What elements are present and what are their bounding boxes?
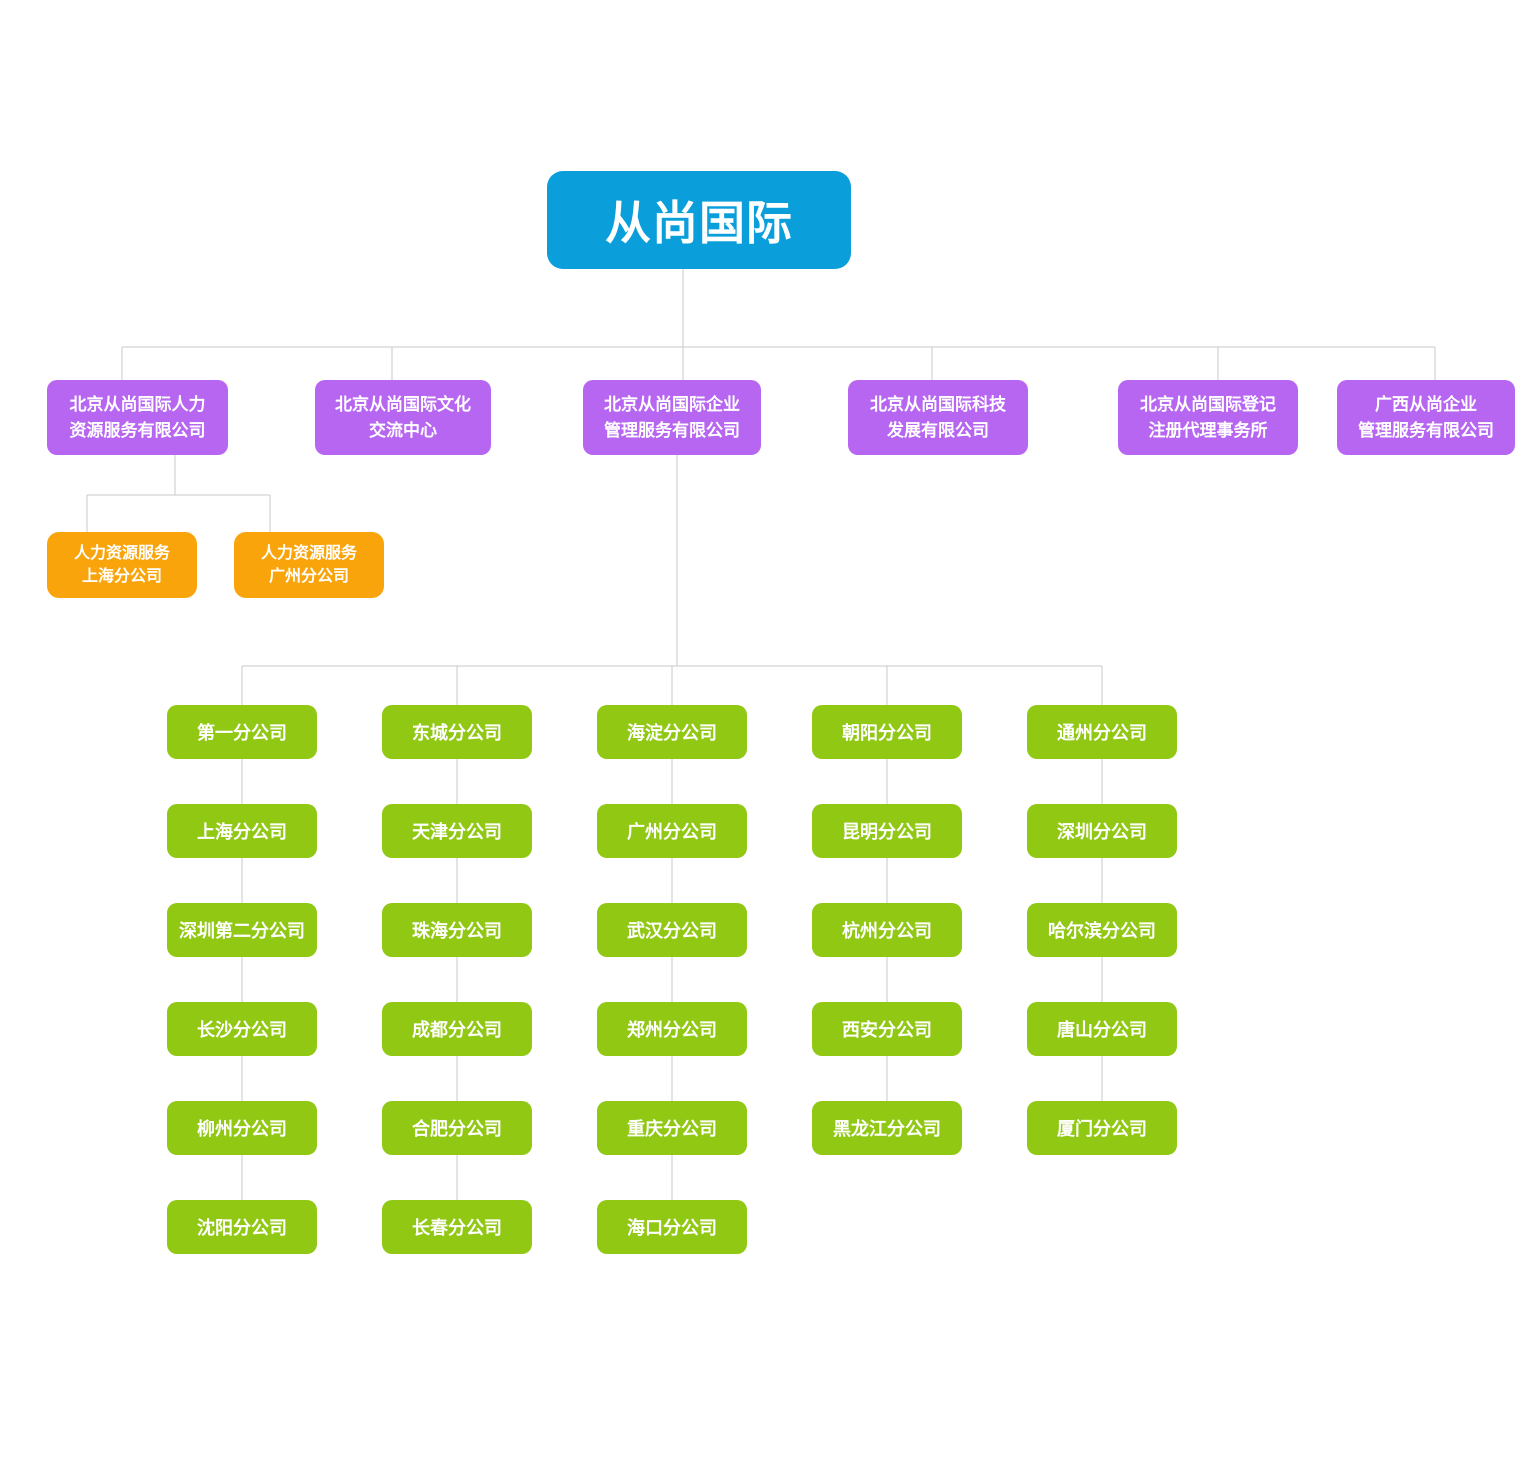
- node-branch-col4-row2[interactable]: 昆明分公司: [812, 804, 962, 858]
- branch-label: 柳州分公司: [197, 1119, 287, 1139]
- node-branch-col2-row2[interactable]: 天津分公司: [382, 804, 532, 858]
- node-branch-col3-row1[interactable]: 海淀分公司: [597, 705, 747, 759]
- branch-label: 朝阳分公司: [842, 723, 932, 743]
- branch-label: 重庆分公司: [627, 1119, 717, 1139]
- node-branch-col1-row3[interactable]: 深圳第二分公司: [167, 903, 317, 957]
- node-branch-col2-row4[interactable]: 成都分公司: [382, 1002, 532, 1056]
- node-branch-col5-row2[interactable]: 深圳分公司: [1027, 804, 1177, 858]
- company-label: 广西从尚企业 管理服务有限公司: [1358, 392, 1494, 444]
- branch-label: 通州分公司: [1057, 723, 1147, 743]
- hr-branch-label: 人力资源服务 上海分公司: [74, 542, 170, 588]
- branch-label: 黑龙江分公司: [833, 1119, 941, 1139]
- branch-label: 成都分公司: [412, 1020, 502, 1040]
- branch-label: 珠海分公司: [412, 921, 502, 941]
- branch-label: 昆明分公司: [842, 822, 932, 842]
- node-branch-col3-row5[interactable]: 重庆分公司: [597, 1101, 747, 1155]
- label-line-1: 人力资源服务: [73, 545, 170, 562]
- node-branch-col2-row6[interactable]: 长春分公司: [382, 1200, 532, 1254]
- node-branch-col5-row4[interactable]: 唐山分公司: [1027, 1002, 1177, 1056]
- node-branch-col1-row6[interactable]: 沈阳分公司: [167, 1200, 317, 1254]
- node-branch-col1-row5[interactable]: 柳州分公司: [167, 1101, 317, 1155]
- node-branch-col4-row4[interactable]: 西安分公司: [812, 1002, 962, 1056]
- label-line-1: 北京从尚国际文化: [335, 394, 471, 414]
- company-label: 北京从尚国际人力 资源服务有限公司: [70, 392, 206, 444]
- label-line-1: 北京从尚国际科技: [870, 394, 1006, 414]
- branch-label: 郑州分公司: [627, 1020, 717, 1040]
- label-line-2: 广州分公司: [268, 568, 349, 585]
- branch-label: 深圳分公司: [1057, 822, 1147, 842]
- hr-branch-label: 人力资源服务 广州分公司: [261, 542, 357, 588]
- node-branch-col1-row4[interactable]: 长沙分公司: [167, 1002, 317, 1056]
- label-line-1: 人力资源服务: [260, 545, 357, 562]
- label-line-2: 管理服务有限公司: [604, 420, 740, 440]
- node-hr-branch-shanghai[interactable]: 人力资源服务 上海分公司: [47, 532, 197, 598]
- node-branch-col3-row3[interactable]: 武汉分公司: [597, 903, 747, 957]
- label-line-2: 管理服务有限公司: [1358, 420, 1494, 440]
- node-branch-col5-row1[interactable]: 通州分公司: [1027, 705, 1177, 759]
- branch-label: 长沙分公司: [197, 1020, 287, 1040]
- node-branch-col3-row2[interactable]: 广州分公司: [597, 804, 747, 858]
- branch-label: 杭州分公司: [842, 921, 932, 941]
- node-branch-col2-row3[interactable]: 珠海分公司: [382, 903, 532, 957]
- branch-label: 长春分公司: [412, 1218, 502, 1238]
- label-line-1: 北京从尚国际企业: [604, 394, 740, 414]
- label-line-2: 上海分公司: [81, 568, 162, 585]
- branch-label: 海淀分公司: [627, 723, 717, 743]
- node-company-guangxi-enterprise[interactable]: 广西从尚企业 管理服务有限公司: [1337, 380, 1515, 455]
- node-branch-col4-row5[interactable]: 黑龙江分公司: [812, 1101, 962, 1155]
- label-line-1: 广西从尚企业: [1375, 394, 1477, 414]
- company-label: 北京从尚国际科技 发展有限公司: [870, 392, 1006, 444]
- branch-label: 上海分公司: [197, 822, 287, 842]
- node-branch-col4-row3[interactable]: 杭州分公司: [812, 903, 962, 957]
- label-line-1: 北京从尚国际人力: [69, 394, 206, 414]
- node-branch-col1-row1[interactable]: 第一分公司: [167, 705, 317, 759]
- branch-label: 天津分公司: [412, 822, 502, 842]
- branch-label: 海口分公司: [627, 1218, 717, 1238]
- node-branch-col1-row2[interactable]: 上海分公司: [167, 804, 317, 858]
- company-label: 北京从尚国际登记 注册代理事务所: [1140, 392, 1276, 444]
- branch-label: 深圳第二分公司: [179, 921, 305, 941]
- node-company-tech-development[interactable]: 北京从尚国际科技 发展有限公司: [848, 380, 1028, 455]
- node-root-company[interactable]: 从尚国际: [547, 171, 851, 269]
- branch-label: 厦门分公司: [1057, 1119, 1147, 1139]
- node-company-registration-agency[interactable]: 北京从尚国际登记 注册代理事务所: [1118, 380, 1298, 455]
- root-company-label: 从尚国际: [605, 197, 793, 249]
- branch-label: 东城分公司: [412, 723, 502, 743]
- node-branch-col5-row3[interactable]: 哈尔滨分公司: [1027, 903, 1177, 957]
- branch-label: 第一分公司: [197, 723, 287, 743]
- node-branch-col3-row4[interactable]: 郑州分公司: [597, 1002, 747, 1056]
- branch-label: 广州分公司: [627, 822, 717, 842]
- company-label: 北京从尚国际企业 管理服务有限公司: [604, 392, 740, 444]
- node-branch-col2-row1[interactable]: 东城分公司: [382, 705, 532, 759]
- connector-top-tree: [121, 269, 1436, 381]
- node-branch-col2-row5[interactable]: 合肥分公司: [382, 1101, 532, 1155]
- branch-label: 唐山分公司: [1057, 1020, 1147, 1040]
- label-line-2: 资源服务有限公司: [69, 420, 206, 440]
- label-line-2: 注册代理事务所: [1148, 420, 1268, 440]
- label-line-2: 交流中心: [369, 420, 437, 440]
- node-company-hr-services[interactable]: 北京从尚国际人力 资源服务有限公司: [47, 380, 228, 455]
- branch-label: 武汉分公司: [627, 921, 717, 941]
- branch-label: 合肥分公司: [412, 1119, 502, 1139]
- node-branch-col4-row1[interactable]: 朝阳分公司: [812, 705, 962, 759]
- node-branch-col5-row5[interactable]: 厦门分公司: [1027, 1101, 1177, 1155]
- branch-label: 沈阳分公司: [197, 1218, 287, 1238]
- node-hr-branch-guangzhou[interactable]: 人力资源服务 广州分公司: [234, 532, 384, 598]
- node-company-culture-center[interactable]: 北京从尚国际文化 交流中心: [315, 380, 491, 455]
- branch-label: 西安分公司: [842, 1020, 932, 1040]
- node-branch-col3-row6[interactable]: 海口分公司: [597, 1200, 747, 1254]
- branch-label: 哈尔滨分公司: [1048, 921, 1156, 941]
- company-label: 北京从尚国际文化 交流中心: [335, 392, 471, 444]
- label-line-1: 北京从尚国际登记: [1140, 394, 1276, 414]
- label-line-2: 发展有限公司: [887, 420, 989, 440]
- node-company-enterprise-mgmt[interactable]: 北京从尚国际企业 管理服务有限公司: [583, 380, 761, 455]
- connector-hr-tree: [86, 455, 271, 533]
